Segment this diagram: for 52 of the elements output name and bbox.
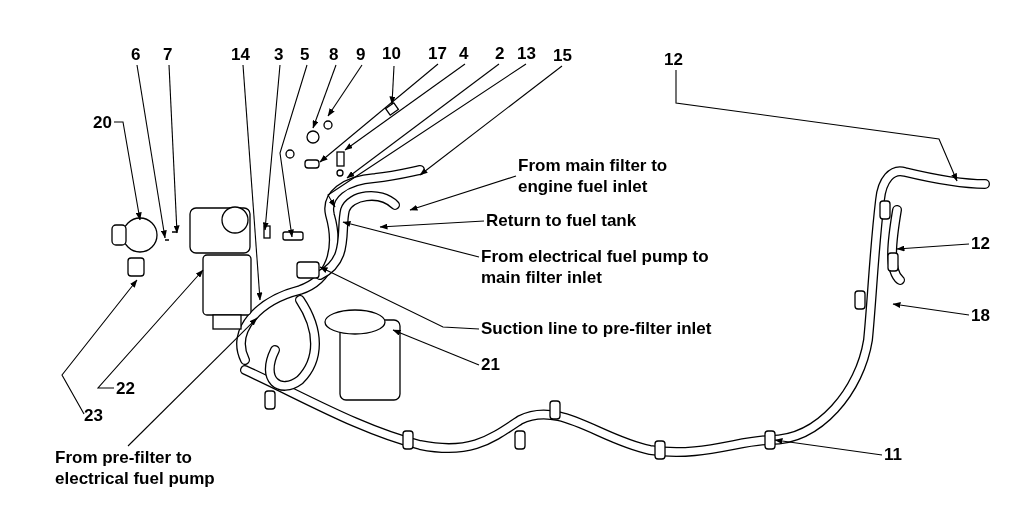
leader-line xyxy=(342,220,480,258)
leader-line xyxy=(392,329,480,366)
leader-line xyxy=(346,63,500,179)
callout-number: 14 xyxy=(231,44,250,65)
callout-number: 9 xyxy=(356,44,366,65)
callout-number: 3 xyxy=(274,44,284,65)
callout-number: 15 xyxy=(553,45,572,66)
callout-number: 22 xyxy=(116,378,135,399)
leader-line xyxy=(319,63,439,163)
callout-number: 17 xyxy=(428,43,447,64)
callout-number: 10 xyxy=(382,43,401,64)
leader-line xyxy=(675,69,958,182)
leader-line xyxy=(774,438,883,456)
callout-text: From pre-filter to electrical fuel pump xyxy=(55,447,245,489)
leader-line xyxy=(168,64,180,234)
callout-number: 4 xyxy=(459,43,469,64)
callout-number: 12 xyxy=(664,49,683,70)
leader-line xyxy=(61,279,138,415)
callout-text: Suction line to pre-filter inlet xyxy=(481,318,712,339)
leader-line xyxy=(327,63,527,208)
leader-line xyxy=(127,317,258,447)
callout-number: 2 xyxy=(495,43,505,64)
leader-line xyxy=(242,64,263,301)
leader-line xyxy=(327,64,363,117)
leader-line xyxy=(262,64,281,231)
callout-number: 18 xyxy=(971,305,990,326)
leader-line xyxy=(279,64,308,238)
leader-line xyxy=(389,65,396,105)
callout-number: 8 xyxy=(329,44,339,65)
callout-number: 6 xyxy=(131,44,141,65)
leader-line xyxy=(419,65,563,176)
leader-line xyxy=(892,302,970,316)
leader-line xyxy=(379,220,485,230)
callout-number: 13 xyxy=(517,43,536,64)
leader-line xyxy=(96,269,204,389)
callout-number: 23 xyxy=(84,405,103,426)
callout-text: Return to fuel tank xyxy=(486,210,637,231)
leader-line xyxy=(312,64,337,129)
callout-number: 20 xyxy=(93,112,112,133)
callout-number: 12 xyxy=(971,233,990,254)
leader-line xyxy=(344,63,466,151)
callout-text: From electrical fuel pump to main filter inlet xyxy=(481,246,739,288)
leader-line xyxy=(319,266,480,330)
callout-number: 21 xyxy=(481,354,500,375)
leader-line xyxy=(113,121,142,221)
callout-number: 11 xyxy=(884,444,902,465)
callout-number: 5 xyxy=(300,44,310,65)
leader-line xyxy=(136,64,167,239)
leader-line xyxy=(896,243,970,252)
leader-line xyxy=(409,175,517,211)
callout-number: 7 xyxy=(163,44,173,65)
callout-text: From main filter to engine fuel inlet xyxy=(518,155,718,197)
